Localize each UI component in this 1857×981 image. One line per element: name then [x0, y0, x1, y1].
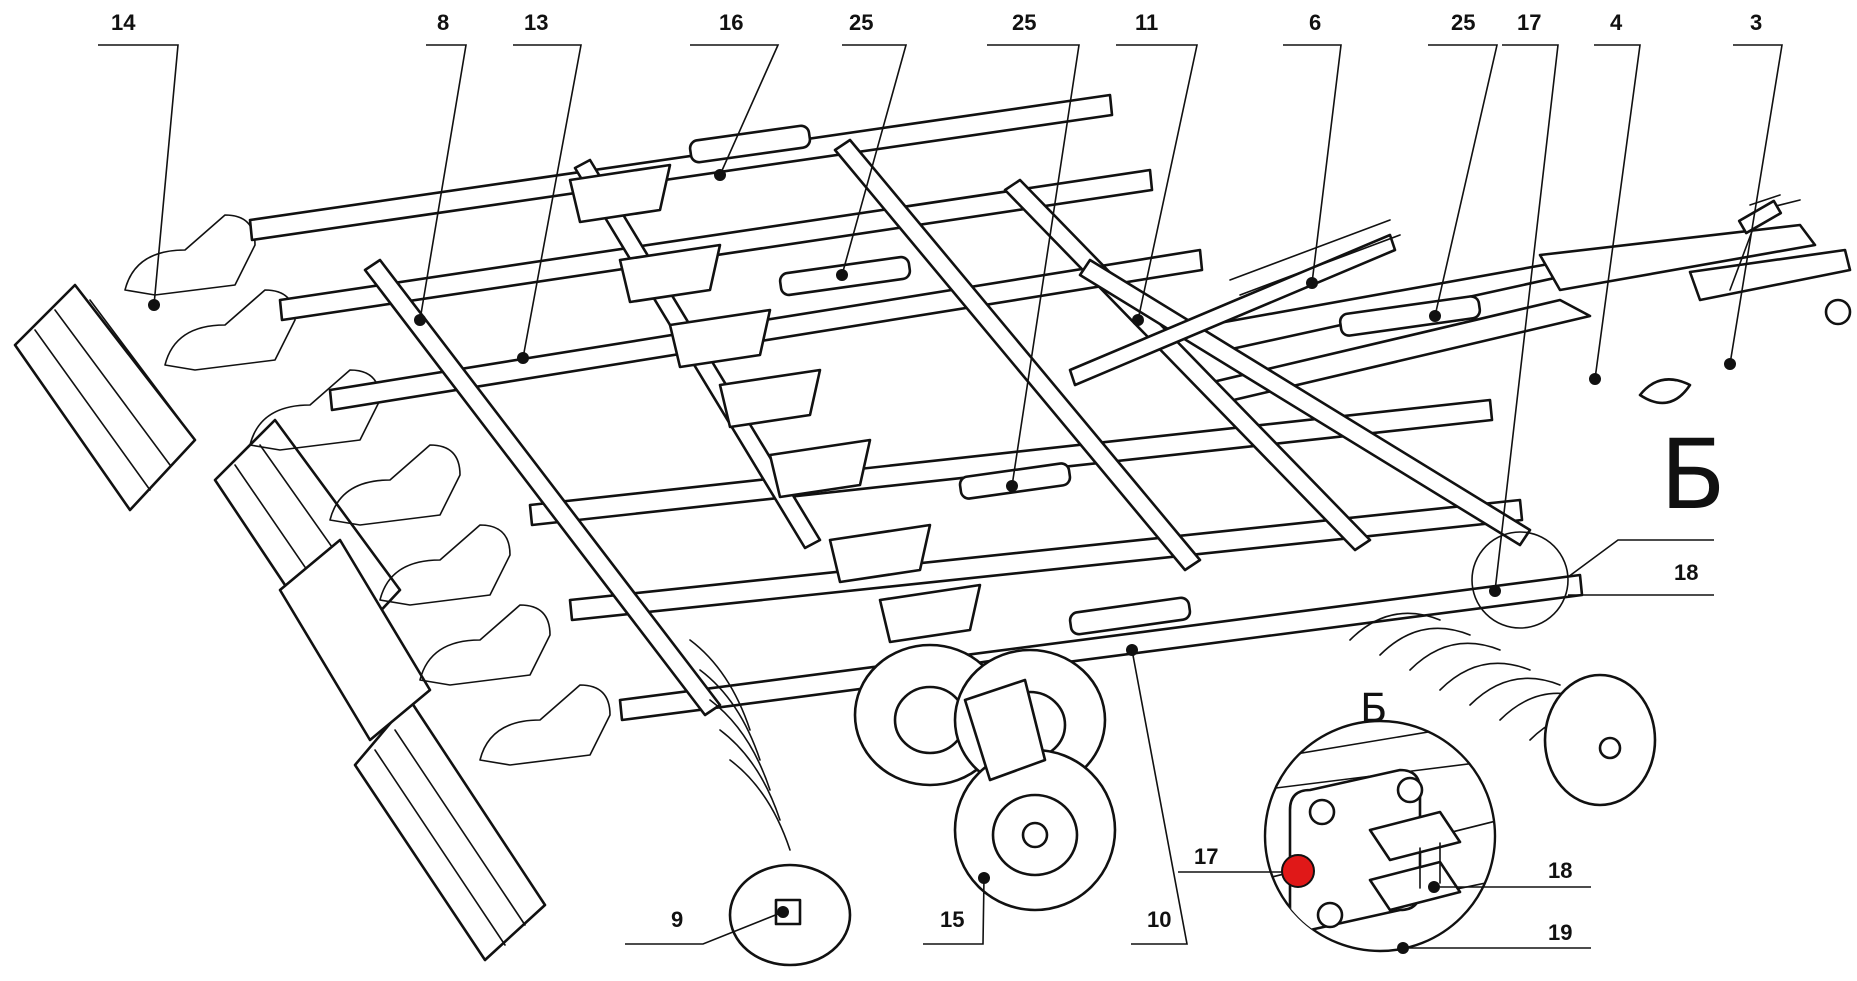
part-markers [148, 169, 1736, 918]
marker-19d [1397, 942, 1409, 954]
transport-wheels [853, 643, 1117, 912]
leader-18b [1567, 539, 1714, 578]
callout-labels: 14 8 13 16 25 25 11 6 25 17 4 3 18 9 15 … [111, 10, 1762, 945]
callout-19d: 19 [1548, 920, 1572, 945]
leader-8 [419, 44, 467, 321]
leader-25c [1428, 44, 1499, 317]
callout-25a: 25 [849, 10, 873, 35]
callout-6: 6 [1309, 10, 1321, 35]
leader-25b [987, 44, 1080, 487]
callout-18d: 18 [1548, 858, 1572, 883]
machine-drawing [13, 93, 1852, 967]
callout-4: 4 [1610, 10, 1623, 35]
callout-9: 9 [671, 907, 683, 932]
front-disc-gang [1349, 612, 1657, 807]
detail-label: Б [1360, 686, 1387, 732]
callout-25c: 25 [1451, 10, 1475, 35]
rear-harrow-rollers [13, 283, 547, 962]
detail-circle [1263, 719, 1497, 953]
callout-17: 17 [1517, 10, 1541, 35]
leader-4 [1594, 44, 1641, 380]
leader-14 [98, 44, 179, 306]
callout-3: 3 [1750, 10, 1762, 35]
marker-17-highlight [1281, 854, 1315, 888]
callout-14: 14 [111, 10, 136, 35]
callout-18: 18 [1674, 560, 1698, 585]
leader-15 [923, 877, 985, 945]
rear-disc-gang [689, 639, 852, 967]
callout-17d: 17 [1194, 844, 1218, 869]
leader-17 [1494, 44, 1559, 592]
callout-8: 8 [437, 10, 449, 35]
marker-18d [1428, 881, 1440, 893]
callout-16: 16 [719, 10, 743, 35]
leader-10 [1131, 649, 1188, 945]
leader-25a [841, 44, 908, 276]
callout-11: 11 [1135, 10, 1158, 35]
leader-9 [625, 911, 784, 945]
leader-6 [1283, 44, 1342, 284]
leader-13 [513, 44, 582, 359]
leader-lines [98, 44, 1783, 949]
section-label: Б [1660, 419, 1726, 531]
leader-11 [1116, 44, 1198, 321]
detail-view [1263, 719, 1497, 954]
leader-16 [690, 44, 780, 176]
callout-10: 10 [1147, 907, 1171, 932]
callout-15: 15 [940, 907, 964, 932]
callout-13: 13 [524, 10, 548, 35]
callout-25b: 25 [1012, 10, 1036, 35]
hitch-drawbar [1178, 194, 1852, 405]
leader-3 [1729, 44, 1783, 365]
detail-marker-ring [1471, 531, 1569, 629]
